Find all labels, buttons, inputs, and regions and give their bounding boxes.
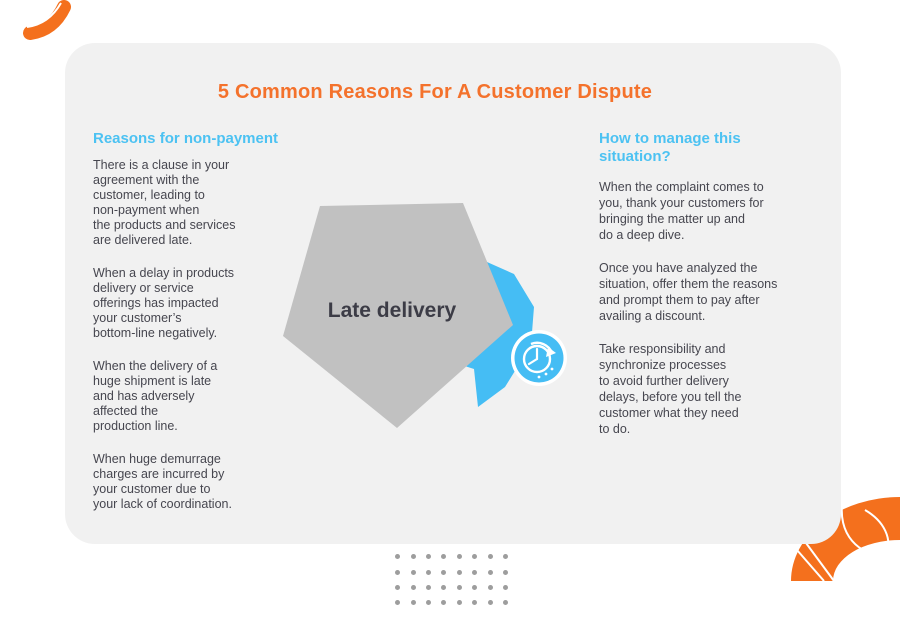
dot <box>441 569 447 575</box>
pentagon-shape <box>283 203 513 428</box>
dot <box>502 554 508 560</box>
dot <box>395 554 401 560</box>
page-title: 5 Common Reasons For A Customer Dispute <box>217 81 653 103</box>
dot <box>456 600 462 606</box>
dot <box>425 554 431 560</box>
dot <box>472 569 478 575</box>
left-column: Reasons for non-payment There is a claus… <box>93 130 288 530</box>
dot <box>410 600 416 606</box>
dot <box>425 569 431 575</box>
dot <box>487 584 493 590</box>
left-column-heading: Reasons for non-payment <box>93 130 279 147</box>
dots-grid <box>390 549 513 611</box>
dot <box>456 569 462 575</box>
dot <box>395 584 401 590</box>
dot <box>441 554 447 560</box>
clock-history-icon <box>511 330 567 386</box>
right-column-heading: How to manage this situation? <box>599 130 741 165</box>
left-paragraph-2: When a delay in products delivery or ser… <box>93 266 235 340</box>
dot <box>456 554 462 560</box>
dot <box>487 569 493 575</box>
dot <box>425 600 431 606</box>
dot <box>410 569 416 575</box>
dot <box>441 600 447 606</box>
dot <box>410 584 416 590</box>
right-column: How to manage this situation? When the c… <box>599 130 814 454</box>
dot <box>395 569 401 575</box>
dot <box>456 584 462 590</box>
dot <box>502 584 508 590</box>
late-delivery-label: Late delivery <box>328 299 457 322</box>
dot <box>487 554 493 560</box>
dot <box>410 554 416 560</box>
left-paragraph-4: When huge demurrage charges are incurred… <box>93 452 232 511</box>
dot <box>502 569 508 575</box>
dot <box>472 584 478 590</box>
late-delivery-graphic: Late delivery <box>283 203 567 428</box>
right-paragraph-2: Once you have analyzed the situation, of… <box>599 261 778 323</box>
swoosh-top-left-icon <box>23 0 71 40</box>
quarter-ring-bottom-right-icon <box>791 497 900 582</box>
left-paragraph-3: When the delivery of a huge shipment is … <box>93 359 218 433</box>
right-paragraph-3: Take responsibility and synchronize proc… <box>599 342 742 436</box>
dot <box>472 554 478 560</box>
dot <box>472 600 478 606</box>
dot <box>487 600 493 606</box>
left-paragraph-1: There is a clause in your agreement with… <box>93 158 236 247</box>
content-card: 5 Common Reasons For A Customer Dispute … <box>65 43 841 544</box>
dot <box>425 584 431 590</box>
right-paragraph-1: When the complaint comes to you, thank y… <box>599 180 764 242</box>
dot <box>395 600 401 606</box>
dot <box>502 600 508 606</box>
dot <box>441 584 447 590</box>
